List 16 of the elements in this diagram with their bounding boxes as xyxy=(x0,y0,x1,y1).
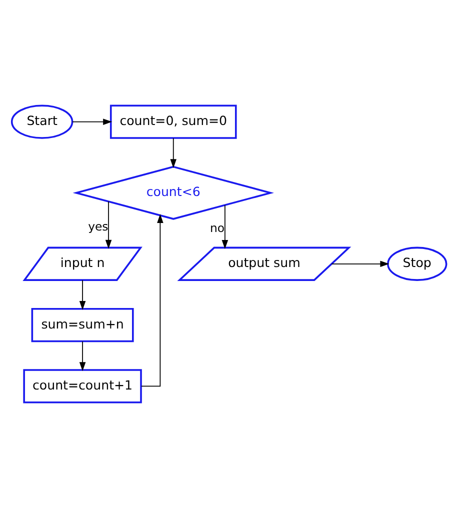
node-box: count=count+1 xyxy=(23,369,142,404)
node-box: count=0, sum=0 xyxy=(110,104,237,139)
node-ellipse: Start xyxy=(10,104,74,139)
arrow xyxy=(79,280,86,310)
arrow xyxy=(222,204,228,250)
arrow xyxy=(331,260,390,268)
arrow xyxy=(140,214,164,387)
node-ellipse: Stop xyxy=(387,246,448,281)
node-diamond: count<6 xyxy=(72,166,274,220)
edge-label: no xyxy=(210,221,225,236)
arrow xyxy=(72,118,112,125)
arrow xyxy=(79,341,86,372)
arrow xyxy=(170,138,177,168)
node-box: sum=sum+n xyxy=(31,308,134,342)
edge-label: yes xyxy=(88,219,108,234)
arrow xyxy=(105,201,112,249)
